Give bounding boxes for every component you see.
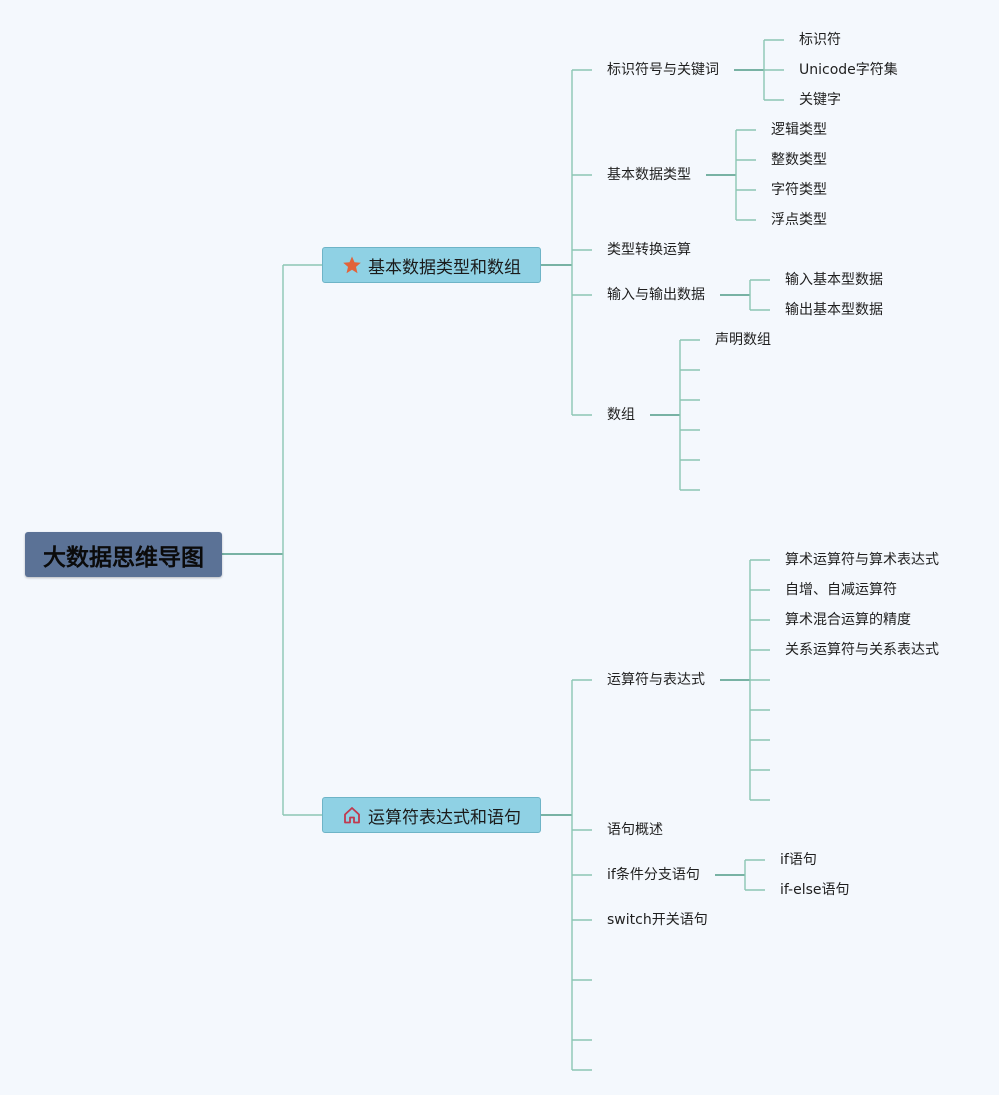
subtopic-mixed-precision[interactable]: 算术混合运算的精度 xyxy=(785,612,911,628)
root-topic[interactable]: 大数据思维导图 xyxy=(25,532,222,577)
subtopic-arithmetic-operators[interactable]: 算术运算符与算术表达式 xyxy=(785,552,939,568)
topic-identifiers-keywords[interactable]: 标识符号与关键词 xyxy=(607,62,719,78)
branch-label: 基本数据类型和数组 xyxy=(368,257,521,278)
branch-basic-types-arrays[interactable]: 基本数据类型和数组 xyxy=(322,247,541,283)
topic-type-conversion[interactable]: 类型转换运算 xyxy=(607,242,691,258)
subtopic-output-data[interactable]: 输出基本型数据 xyxy=(785,302,883,318)
branch-label: 运算符表达式和语句 xyxy=(368,807,521,828)
topic-operators-expressions[interactable]: 运算符与表达式 xyxy=(607,672,705,688)
home-icon xyxy=(342,805,362,825)
subtopic-float-type[interactable]: 浮点类型 xyxy=(771,212,827,228)
subtopic-identifier[interactable]: 标识符 xyxy=(799,32,841,48)
subtopic-unicode-charset[interactable]: Unicode字符集 xyxy=(799,62,898,78)
topic-switch[interactable]: switch开关语句 xyxy=(607,912,708,928)
subtopic-integer-type[interactable]: 整数类型 xyxy=(771,152,827,168)
subtopic-if[interactable]: if语句 xyxy=(780,852,817,868)
branch-operators-statements[interactable]: 运算符表达式和语句 xyxy=(322,797,541,833)
subtopic-increment-decrement[interactable]: 自增、自减运算符 xyxy=(785,582,897,598)
subtopic-logical-type[interactable]: 逻辑类型 xyxy=(771,122,827,138)
topic-if-branch[interactable]: if条件分支语句 xyxy=(607,867,700,883)
subtopic-relational-operators[interactable]: 关系运算符与关系表达式 xyxy=(785,642,939,658)
topic-basic-data-types[interactable]: 基本数据类型 xyxy=(607,167,691,183)
topic-statements-overview[interactable]: 语句概述 xyxy=(607,822,663,838)
subtopic-if-else[interactable]: if-else语句 xyxy=(780,882,850,898)
topic-input-output[interactable]: 输入与输出数据 xyxy=(607,287,705,303)
topic-arrays[interactable]: 数组 xyxy=(607,407,635,423)
subtopic-declare-array[interactable]: 声明数组 xyxy=(715,332,771,348)
subtopic-input-data[interactable]: 输入基本型数据 xyxy=(785,272,883,288)
star-icon xyxy=(342,255,362,275)
subtopic-char-type[interactable]: 字符类型 xyxy=(771,182,827,198)
subtopic-keyword[interactable]: 关键字 xyxy=(799,92,841,108)
